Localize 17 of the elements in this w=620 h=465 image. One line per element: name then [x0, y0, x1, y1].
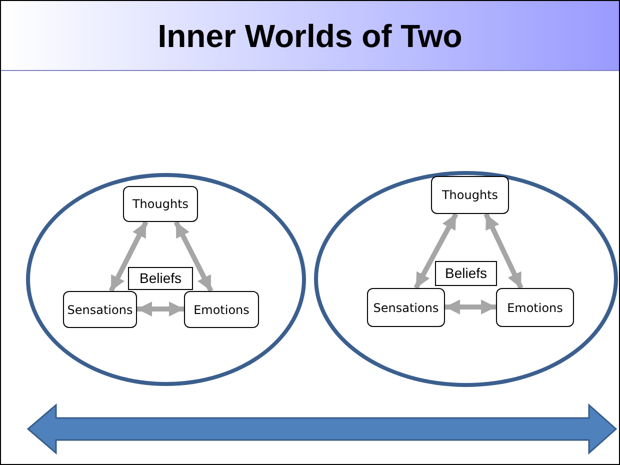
rounded-box: Thoughts: [431, 176, 509, 214]
label-box: Beliefs: [435, 261, 497, 286]
rounded-box: Sensations: [367, 288, 445, 327]
double-arrow: [174, 220, 214, 292]
rounded-box: Emotions: [496, 288, 574, 327]
ellipse-outline: [314, 171, 618, 387]
title: Inner Worlds of Two: [158, 16, 462, 56]
ellipse-outline: [26, 173, 306, 386]
label-box: Beliefs: [128, 267, 193, 290]
rounded-box: Thoughts: [123, 186, 198, 222]
double-arrow: [414, 212, 458, 290]
double-arrow: [445, 300, 496, 314]
double-arrow: [137, 302, 184, 316]
rounded-box: Sensations: [63, 291, 137, 328]
rounded-box: Emotions: [184, 291, 259, 328]
double-arrow: [108, 220, 148, 292]
double-arrow: [484, 212, 524, 290]
